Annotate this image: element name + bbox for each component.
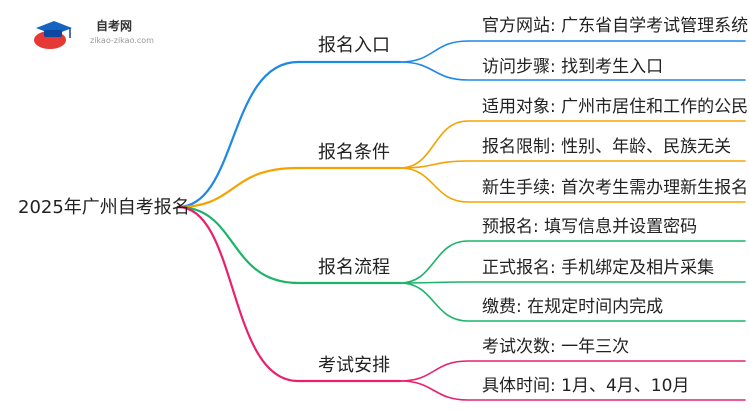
leaf-connector: [399, 61, 746, 81]
branch-exam-schedule: 考试安排: [318, 355, 390, 376]
leaf-payment: 缴费: 在规定时间内完成: [482, 297, 664, 317]
branch-connector: [176, 205, 402, 383]
leaf-pre-registration: 预报名: 填写信息并设置密码: [482, 217, 698, 237]
logo: 自考网 zikao-zikao.com: [30, 14, 154, 54]
leaf-exam-times: 具体时间: 1月、4月、10月: [482, 376, 690, 396]
leaf-connector: [399, 40, 746, 63]
leaf-connector: [399, 360, 746, 382]
leaf-new-student: 新生手续: 首次考生需办理新生报名: [482, 178, 749, 198]
leaf-formal-registration: 正式报名: 手机绑定及相片采集: [482, 258, 715, 278]
branch-entry: 报名入口: [318, 35, 390, 56]
branch-connector: [176, 60, 402, 209]
logo-url: zikao-zikao.com: [90, 36, 154, 45]
logo-name: 自考网: [96, 19, 133, 33]
leaf-official-site: 官方网站: 广东省自学考试管理系统: [482, 16, 749, 36]
root-topic: 2025年广州自考报名: [18, 197, 190, 218]
branch-connector: [176, 205, 402, 285]
leaf-connector: [399, 380, 746, 401]
leaf-connector: [399, 282, 746, 322]
leaf-connector: [399, 160, 746, 169]
leaf-connector: [399, 120, 746, 169]
graduation-cap-icon: [34, 21, 72, 49]
leaf-access-steps: 访问步骤: 找到考生入口: [482, 57, 664, 77]
leaf-connector: [399, 167, 746, 203]
leaf-exam-count: 考试次数: 一年三次: [482, 337, 630, 357]
leaf-connector: [399, 240, 746, 284]
branch-conditions: 报名条件: [318, 142, 390, 163]
leaf-restrictions: 报名限制: 性别、年龄、民族无关: [482, 137, 732, 157]
branch-connector: [176, 166, 402, 209]
leaf-eligible: 适用对象: 广州市居住和工作的公民: [482, 97, 749, 117]
branch-process: 报名流程: [318, 257, 390, 278]
leaf-connector: [399, 281, 746, 284]
